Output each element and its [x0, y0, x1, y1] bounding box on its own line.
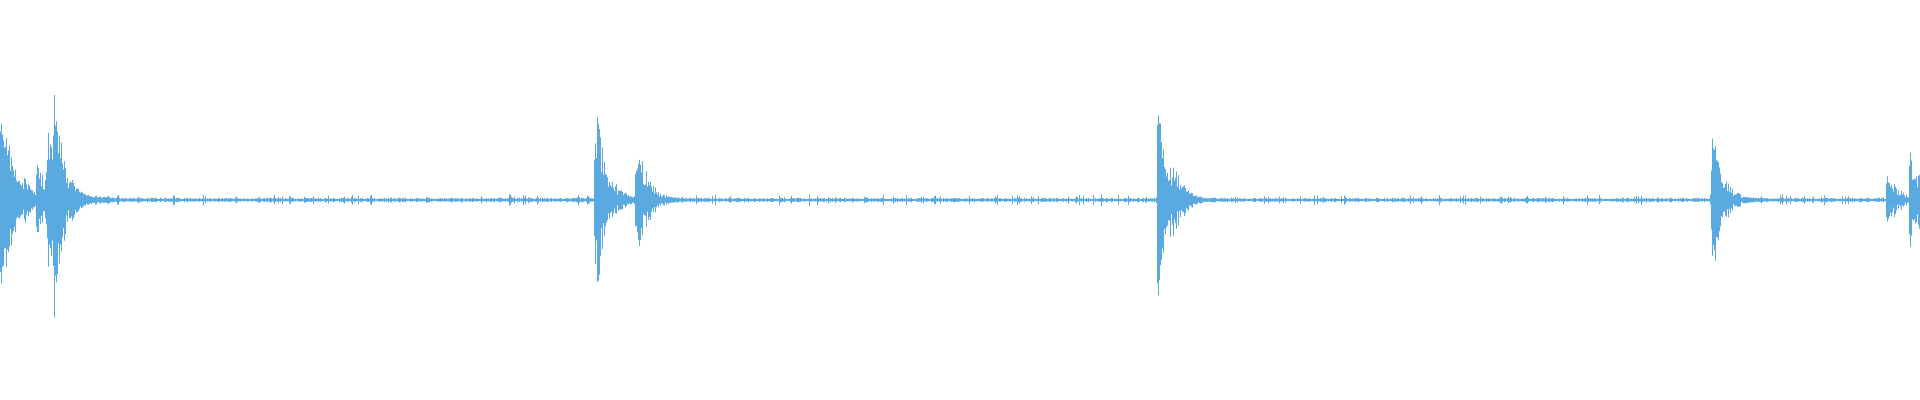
waveform-bars [0, 94, 1920, 318]
